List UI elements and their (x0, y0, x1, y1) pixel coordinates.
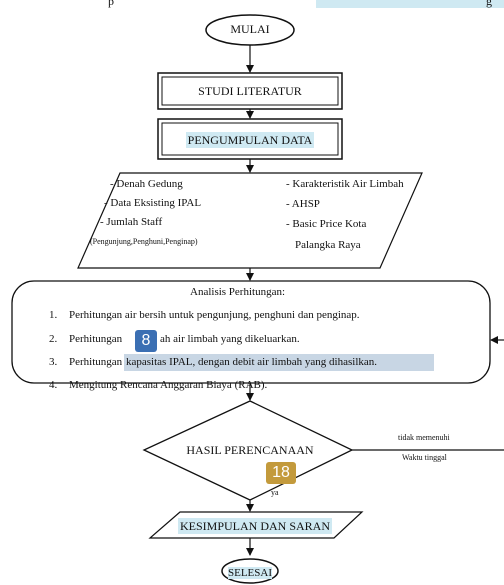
conclusion-label: KESIMPULAN DAN SARAN (177, 518, 332, 534)
data-collection-label-wrap: PENGUMPULAN DATA (162, 131, 338, 149)
selected-text-highlight (124, 354, 434, 371)
analysis-num-4: 4. (49, 379, 58, 391)
analysis-item-3-post: kapasitas IPAL, dengan debit air limbah … (126, 356, 378, 368)
input-ipal-data: - Data Eksisting IPAL (104, 197, 202, 209)
decision-no-label-1: tidak memenuhi (398, 433, 450, 442)
top-fragment-right: g (486, 0, 492, 8)
conclusion-label-wrap: KESIMPULAN DAN SARAN (150, 517, 360, 535)
input-ahsp: - AHSP (286, 198, 320, 210)
analysis-item-3-pre: Perhitungan (69, 356, 123, 368)
analysis-title: Analisis Perhitungan: (190, 286, 286, 298)
input-wastewater: - Karakteristik Air Limbah (286, 178, 404, 190)
start-label: MULAI (230, 22, 270, 36)
analysis-item-2-post: ah air limbah yang dikeluarkan. (160, 333, 300, 345)
end-label-wrap: SELESAI (222, 563, 278, 581)
top-fragment-left: p (108, 0, 114, 8)
annotation-badge-18[interactable]: 18 (266, 462, 296, 484)
literature-box (157, 72, 343, 110)
input-staff-count: - Jumlah Staff (100, 216, 163, 228)
decision-label: HASIL PERENCANAAN (186, 443, 314, 457)
analysis-num-3: 3. (49, 356, 58, 368)
analysis-item-2-pre: Perhitungan (69, 333, 123, 345)
input-staff-detail: (Pengunjung,Penghuni,Penginap) (90, 237, 198, 246)
analysis-item-4: Mengitung Rencana Anggaran Biaya (RAB). (69, 379, 268, 391)
analysis-num-2: 2. (49, 333, 58, 345)
decision-yes-label: ya (271, 488, 279, 497)
annotation-badge-8[interactable]: 8 (135, 330, 157, 352)
input-city: Palangka Raya (295, 239, 361, 251)
input-basic-price: - Basic Price Kota (286, 218, 367, 230)
decision-no-label-2: Waktu tinggal (402, 453, 447, 462)
data-collection-label: PENGUMPULAN DATA (185, 132, 315, 148)
end-label: SELESAI (228, 567, 272, 579)
analysis-item-1: Perhitungan air bersih untuk pengunjung,… (69, 309, 360, 321)
literature-label: STUDI LITERATUR (198, 84, 302, 98)
analysis-num-1: 1. (49, 309, 58, 321)
input-floor-plan: - Denah Gedung (110, 178, 183, 190)
data-input-parallelogram (77, 172, 423, 269)
